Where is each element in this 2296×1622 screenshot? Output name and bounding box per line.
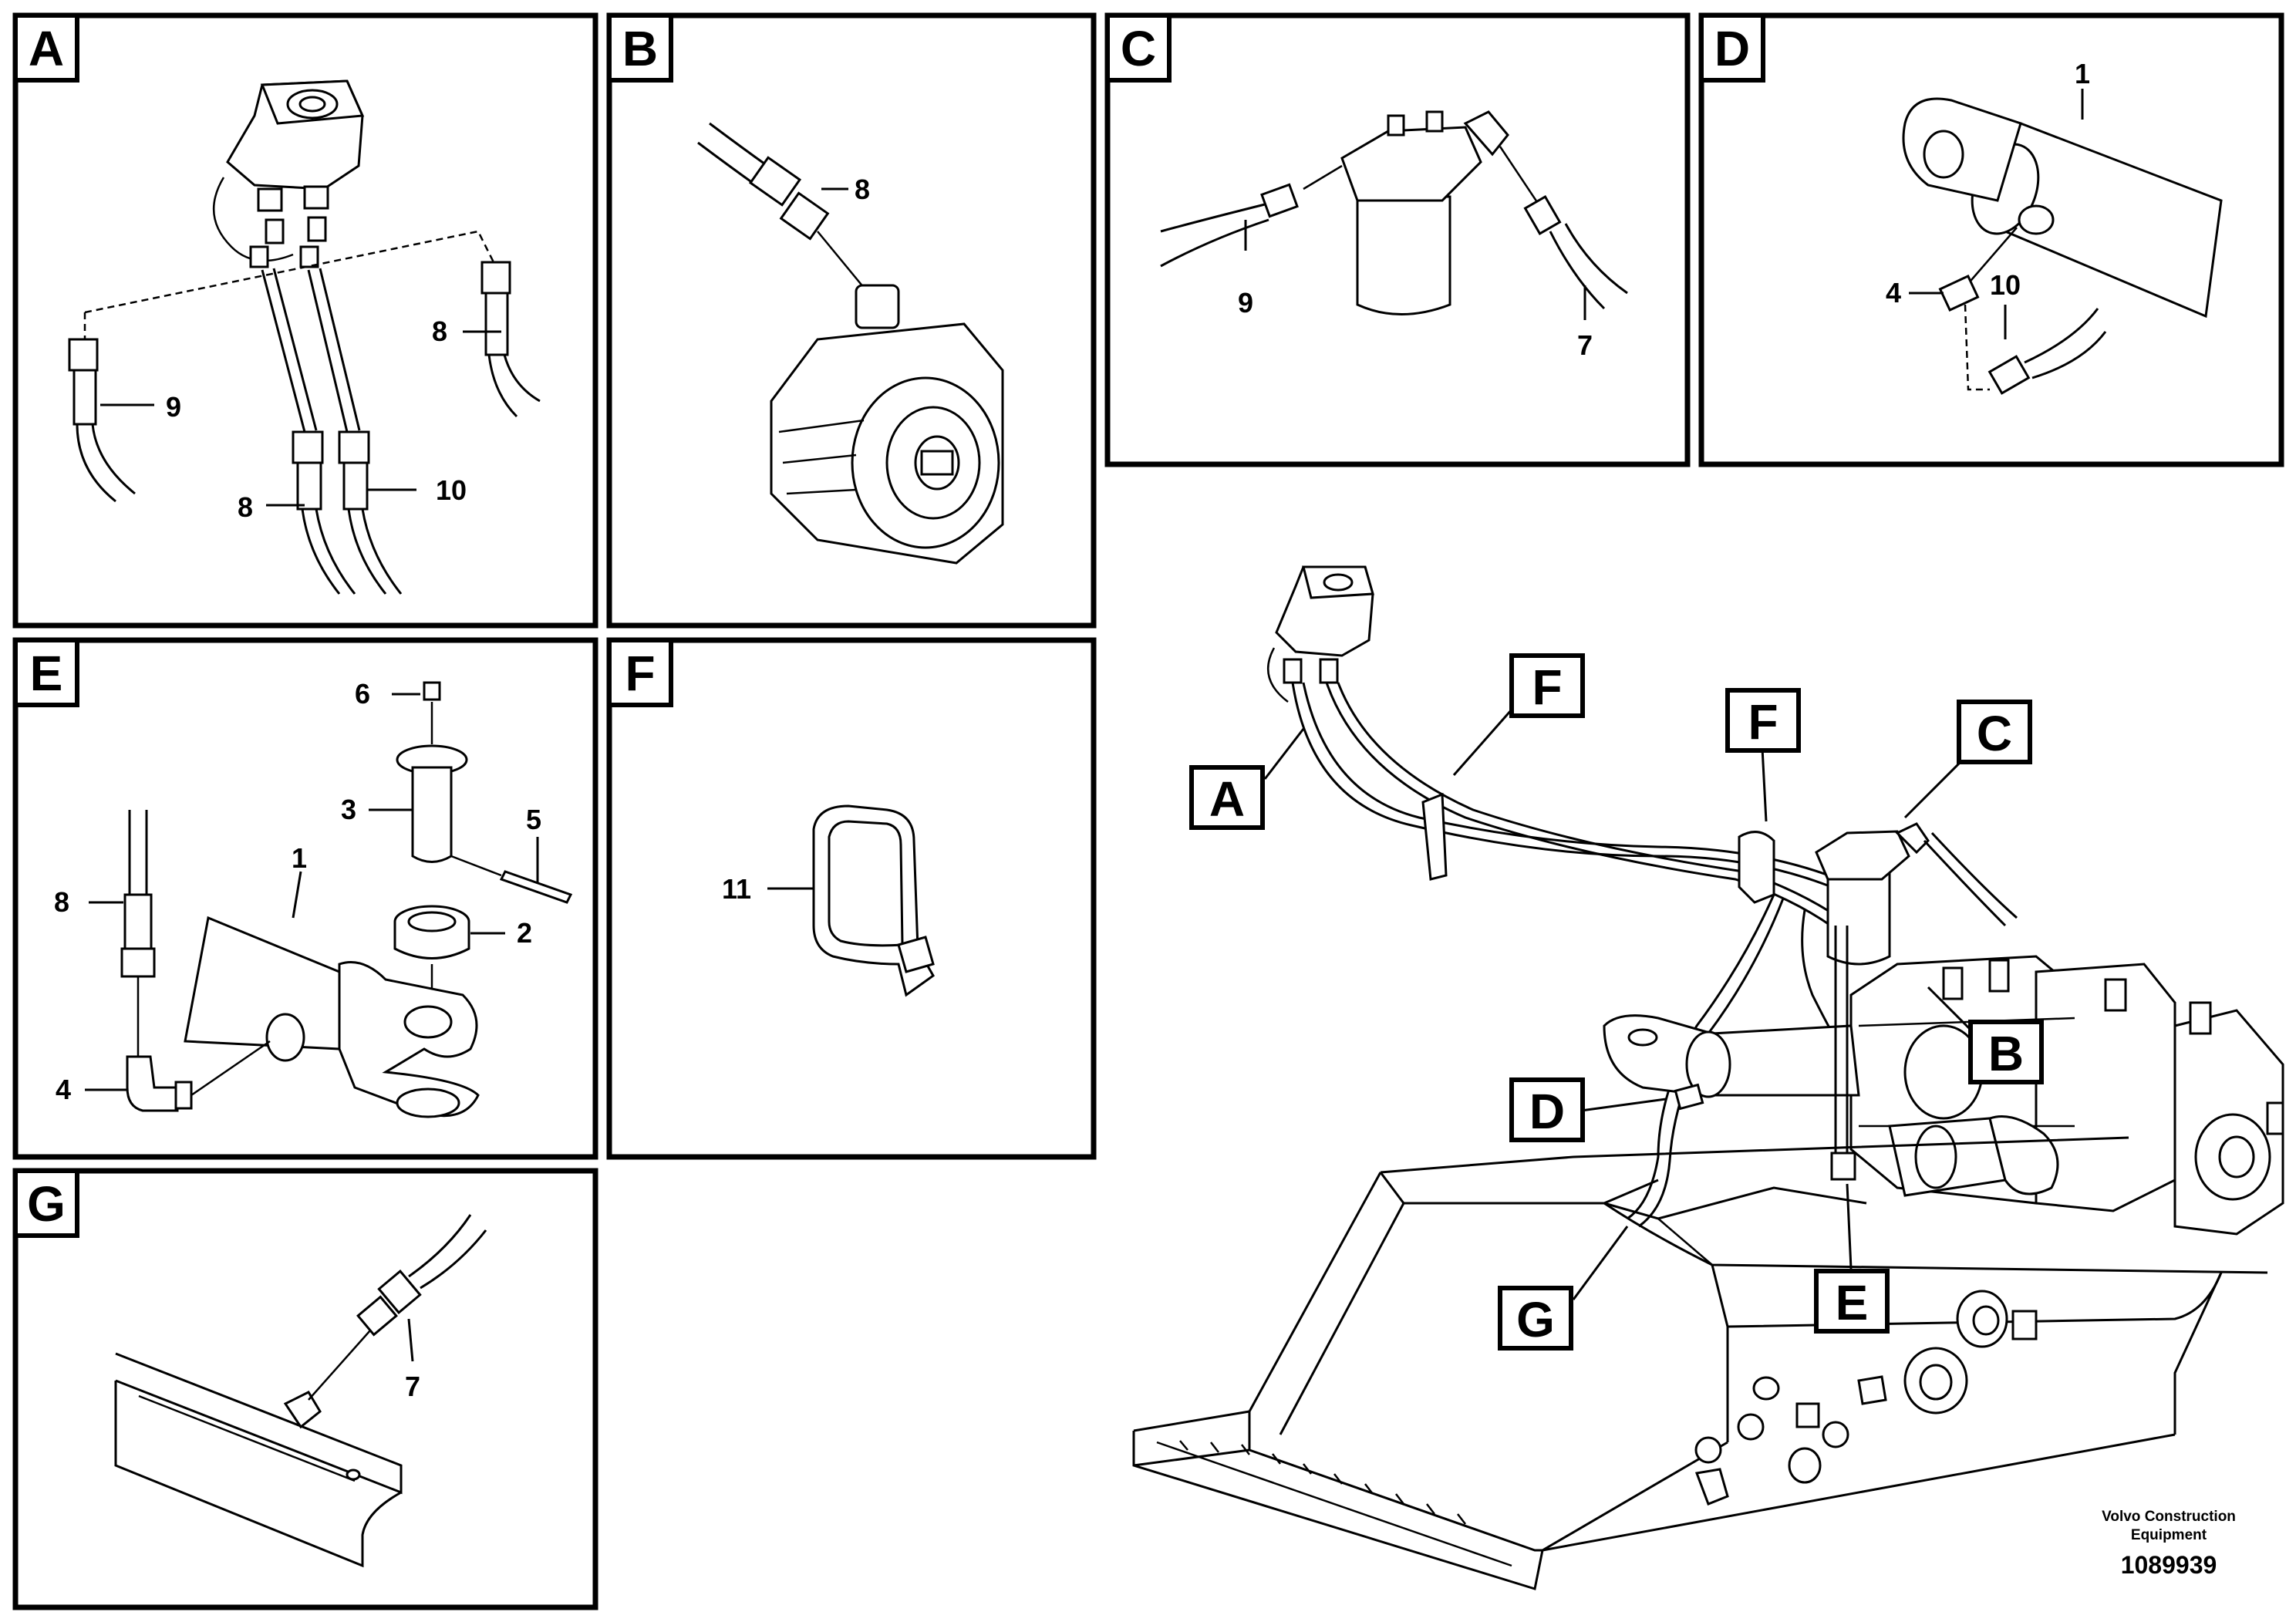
credit-line-2: Equipment bbox=[2131, 1527, 2207, 1543]
panel-d-callout: 1 bbox=[2075, 58, 2090, 89]
overview-label: G bbox=[1516, 1292, 1555, 1347]
panel-e-callout: 8 bbox=[54, 886, 69, 918]
panel-e-tag bbox=[13, 638, 79, 707]
panel-c-callout: 7 bbox=[1577, 329, 1593, 361]
overview-drawing bbox=[1132, 565, 2284, 1590]
panel-b: B 8 bbox=[606, 12, 1097, 629]
panel-d: D 1 4 10 bbox=[1698, 12, 2284, 467]
panel-d-drawing bbox=[1902, 89, 2223, 395]
panel-f-callout: 11 bbox=[722, 873, 751, 905]
panel-a-tag bbox=[13, 13, 79, 83]
panel-d-tag bbox=[1699, 13, 1765, 83]
panel-g: G 7 bbox=[12, 1168, 598, 1610]
panel-a-letter: A bbox=[29, 21, 64, 76]
panel-d-callout: 4 bbox=[1886, 277, 1901, 309]
overview-label: F bbox=[1748, 694, 1778, 750]
overview-tag bbox=[1814, 1269, 1890, 1334]
panel-e-callout: 6 bbox=[355, 678, 370, 710]
panel-f: F 11 bbox=[606, 637, 1097, 1160]
overview-tag bbox=[1189, 765, 1265, 830]
panel-f-drawing bbox=[767, 804, 935, 997]
panel-b-callout: 8 bbox=[855, 174, 870, 205]
panel-b-letter: B bbox=[622, 21, 658, 76]
panel-g-tag bbox=[13, 1168, 79, 1238]
overview-label: F bbox=[1532, 659, 1562, 715]
panel-e-callout: 3 bbox=[341, 794, 356, 825]
panel-g-letter: G bbox=[27, 1176, 66, 1232]
overview-label: C bbox=[1977, 706, 2012, 761]
panel-c-tag bbox=[1105, 13, 1172, 83]
panel-e-callout: 5 bbox=[526, 804, 541, 835]
panel-a-callout: 9 bbox=[166, 391, 181, 423]
overview-tag bbox=[1968, 1020, 2044, 1084]
panel-a-callout: 8 bbox=[432, 315, 447, 347]
overview-tag bbox=[1725, 688, 1801, 753]
panel-g-drawing bbox=[114, 1214, 487, 1568]
overview-label: D bbox=[1529, 1084, 1565, 1139]
panel-e-callout: 1 bbox=[292, 842, 307, 874]
panel-e-callout: 2 bbox=[517, 917, 532, 949]
panel-a-callout: 8 bbox=[238, 491, 253, 523]
overview-tag bbox=[1498, 1286, 1573, 1351]
panel-d-letter: D bbox=[1714, 21, 1750, 76]
overview-label: E bbox=[1836, 1275, 1869, 1330]
panel-a-callout: 10 bbox=[436, 474, 467, 506]
panel-c-drawing bbox=[1160, 110, 1628, 320]
panel-e: E bbox=[12, 637, 598, 1160]
panel-d-callout: 10 bbox=[1990, 269, 2021, 301]
panel-e-letter: E bbox=[30, 646, 63, 701]
panel-c-letter: C bbox=[1121, 21, 1156, 76]
panel-c: C 9 7 bbox=[1104, 12, 1691, 467]
panel-c-callout: 9 bbox=[1238, 287, 1253, 319]
panel-f-tag bbox=[607, 638, 673, 707]
panel-b-drawing bbox=[697, 122, 1004, 565]
panel-b-tag bbox=[607, 13, 673, 83]
panel-a: A bbox=[12, 12, 598, 629]
overview-tag bbox=[1509, 653, 1585, 718]
panel-e-drawing bbox=[85, 681, 573, 1118]
overview-label: A bbox=[1209, 771, 1245, 827]
overview-label: B bbox=[1988, 1026, 2024, 1081]
panel-f-letter: F bbox=[625, 646, 655, 701]
overview-tag bbox=[1509, 1077, 1585, 1142]
document-number: 1089939 bbox=[2121, 1551, 2217, 1579]
panel-a-drawing bbox=[68, 79, 541, 595]
panel-g-callout: 7 bbox=[405, 1371, 420, 1402]
credit-line-1: Volvo Construction bbox=[2102, 1509, 2236, 1525]
panel-e-callout: 4 bbox=[56, 1074, 71, 1105]
overview-tag bbox=[1957, 700, 2032, 764]
